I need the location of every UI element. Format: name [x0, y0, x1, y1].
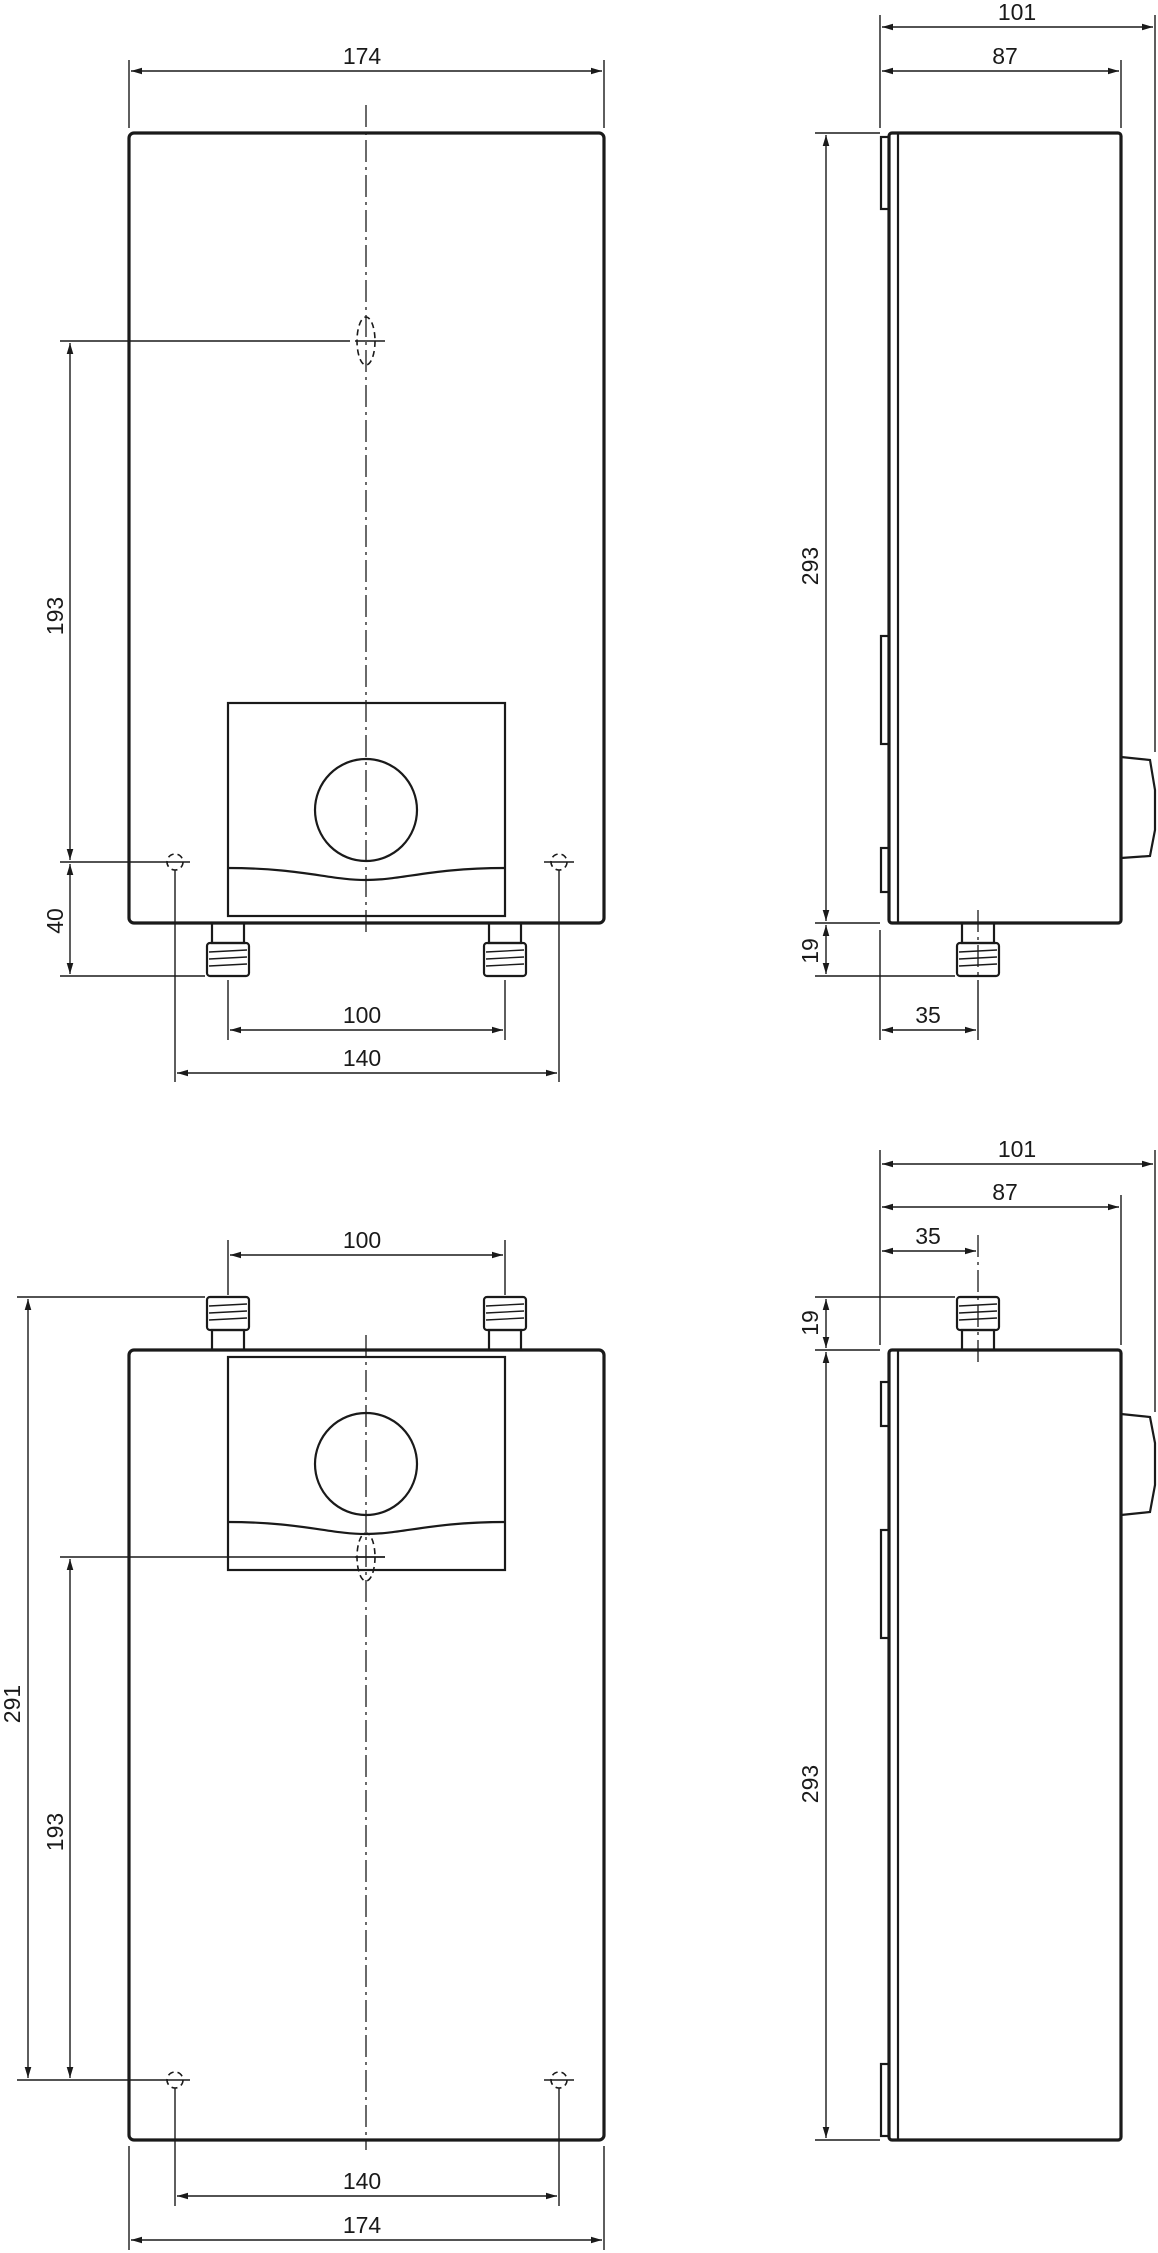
dim-pipe-spacing-100: 100: [343, 1002, 381, 1028]
control-knob-flipped: [313, 1411, 419, 1517]
bracket-upper: [879, 1380, 891, 1428]
dim-mount-height-193-bottom: 193: [42, 1813, 68, 1851]
side-pipe: [955, 910, 1001, 978]
dim-overall-depth-101: 101: [998, 0, 1036, 25]
side-body-flipped: [887, 1348, 1123, 2142]
bracket-lower: [879, 2062, 891, 2138]
control-panel-flipped: [226, 1355, 507, 1572]
control-knob: [313, 757, 419, 863]
bracket-bottom: [879, 846, 891, 894]
bracket-mid: [879, 634, 891, 746]
mount-hole-left: [160, 853, 190, 871]
dim-pipe-length-19-bottom: 19: [797, 1310, 823, 1336]
panel-curve: [227, 866, 506, 882]
dim-pipe-length-19: 19: [797, 938, 823, 964]
mount-hole-lower-right: [544, 2071, 574, 2089]
side-pipe-top: [955, 1235, 1001, 1362]
dim-body-depth-87-bottom: 87: [992, 1179, 1018, 1205]
dim-width-174-bottom: 174: [343, 2212, 382, 2238]
bottom-front-view: 100 291 193 140 174: [0, 1227, 606, 2250]
dim-pipe-spacing-100-bottom: 100: [343, 1227, 381, 1253]
bracket-top: [879, 135, 891, 211]
pipe-top-left: [205, 1295, 251, 1352]
dim-overall-depth-101-bottom: 101: [998, 1136, 1036, 1162]
dim-bottom-offset-40: 40: [42, 908, 68, 934]
mount-hole-lower-left: [160, 2071, 190, 2089]
side-knob-flipped: [1120, 1412, 1157, 1517]
dim-pipe-offset-35-bottom: 35: [915, 1223, 941, 1249]
control-panel: [226, 701, 507, 918]
bottom-side-view: 101 87 35 19 293: [797, 1136, 1157, 2142]
dim-width-174: 174: [343, 43, 382, 69]
dim-overall-height-291: 291: [0, 1685, 25, 1723]
dim-mount-height-193: 193: [42, 597, 68, 635]
pipe-top-right: [482, 1295, 528, 1352]
top-side-view: 101 87 293 19 35: [797, 0, 1157, 1040]
side-knob: [1120, 755, 1157, 860]
dim-mount-spacing-140: 140: [343, 1045, 381, 1071]
bracket-middle: [879, 1528, 891, 1640]
dim-body-depth-87: 87: [992, 43, 1018, 69]
dim-pipe-offset-35: 35: [915, 1002, 941, 1028]
pipe-left: [205, 921, 251, 978]
top-front-view: 174 193 40 100 140: [42, 43, 606, 1082]
mount-hole-top: [355, 316, 385, 366]
mount-hole-right: [544, 853, 574, 871]
dim-mount-spacing-140-bottom: 140: [343, 2168, 381, 2194]
pipe-right: [482, 921, 528, 978]
dim-height-293: 293: [797, 547, 823, 585]
dim-height-293-bottom: 293: [797, 1765, 823, 1803]
side-body: [887, 131, 1123, 925]
